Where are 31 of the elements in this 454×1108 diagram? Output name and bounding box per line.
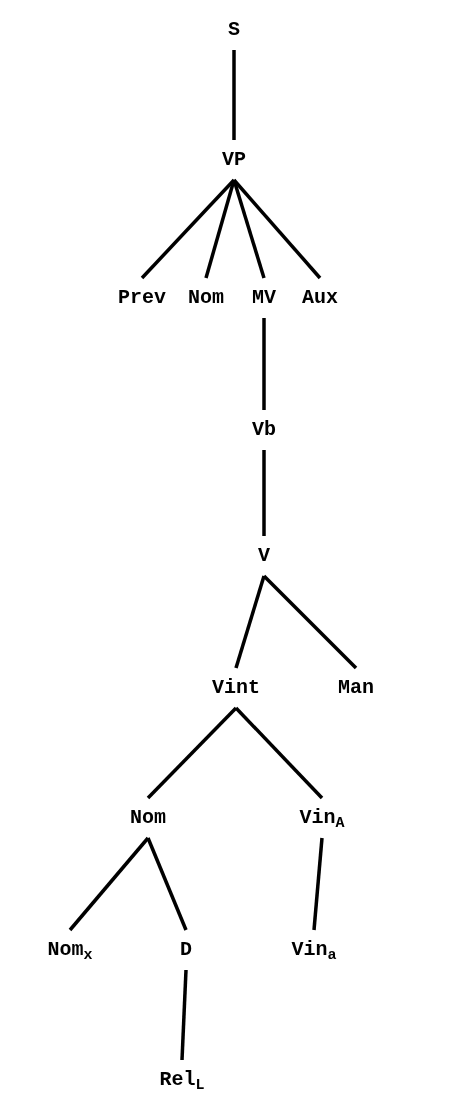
tree-node-label: VP [220, 140, 248, 180]
tree-node-label: Nom [128, 798, 168, 838]
tree-branch [232, 50, 236, 140]
tree-branch [232, 178, 322, 280]
tree-branch [312, 837, 324, 931]
tree-node-label: Vin$_{a}$ [289, 930, 339, 970]
tree-node-label: Prev [116, 278, 168, 318]
tree-node-label: Vint [210, 668, 262, 708]
tree-branch [146, 837, 188, 931]
tree-node-label: V [256, 536, 272, 576]
tree-branch [232, 179, 266, 279]
tree-node-label: Nom [186, 278, 226, 318]
tree-node-label: D [178, 930, 194, 970]
tree-branch [262, 318, 266, 410]
tree-node-label: Man [336, 668, 376, 708]
tree-node-label: Vb [250, 410, 278, 450]
tree-branch [234, 575, 266, 669]
tree-branch [204, 179, 236, 279]
tree-node-label: Nom$_{x}$ [45, 930, 95, 970]
tree-branch [262, 450, 266, 536]
tree-branch [68, 836, 150, 932]
tree-node-label: S [226, 10, 242, 50]
tree-branch [234, 706, 324, 800]
tree-branch [140, 178, 236, 280]
tree-node-label: Aux [300, 278, 340, 318]
tree-node-label: MV [250, 278, 278, 318]
tree-branch [180, 969, 188, 1061]
tree-node-label: Vin$_{A}$ [297, 798, 347, 838]
tree-node-label: Rel$_{L}$ [157, 1060, 207, 1100]
tree-branch [262, 574, 358, 670]
tree-branch [146, 706, 238, 800]
